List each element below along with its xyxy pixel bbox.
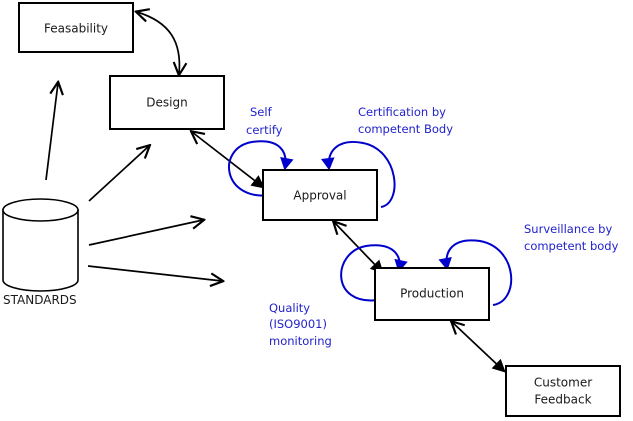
loop-quality-monitoring[interactable]: Quality (ISO9001) monitoring [269, 244, 408, 348]
connector-standards-production[interactable] [87, 265, 222, 281]
node-customer-feedback-label-line2: Feedback [534, 393, 591, 407]
connector-standards-feasability[interactable] [45, 83, 58, 181]
data-store-label: STANDARDS [3, 293, 77, 307]
loop-quality-label-line3: monitoring [269, 334, 332, 348]
node-production-box [374, 267, 490, 321]
node-feasability[interactable]: Feasability [18, 2, 134, 53]
node-customer-feedback-box [505, 365, 621, 417]
loop-quality-arc [340, 244, 408, 302]
loop-certification-label-line2: competent Body [358, 122, 453, 136]
loop-certification-competent-body[interactable]: Certification by competent Body [321, 105, 453, 208]
node-design[interactable]: Design [109, 75, 225, 130]
node-production-label: Production [400, 287, 464, 301]
connector-production-customer-feedback[interactable] [452, 322, 504, 371]
node-design-label: Design [146, 96, 187, 110]
loop-self-certify-label-line2: certify [246, 123, 283, 137]
node-feasability-label: Feasability [44, 22, 108, 36]
loop-self-certify-arc [228, 140, 294, 197]
data-store-standards[interactable]: STANDARDS [2, 198, 79, 307]
connector-standards-design[interactable] [88, 146, 149, 202]
node-approval-box [262, 169, 378, 221]
cylinder-body [2, 209, 79, 292]
loop-self-certify-label-line1: Self [250, 105, 273, 119]
node-design-box [109, 75, 225, 130]
loop-certification-arc [321, 140, 396, 208]
node-approval-label: Approval [293, 189, 346, 203]
connector-approval-production[interactable] [334, 222, 382, 272]
node-approval[interactable]: Approval [262, 169, 378, 221]
loop-surveillance-competent-body[interactable]: Surveillance by competent body [438, 222, 619, 306]
loop-self-certify[interactable]: Self certify [228, 105, 294, 197]
loop-certification-label-line1: Certification by [358, 105, 446, 119]
connector-standards-approval[interactable] [88, 220, 203, 246]
node-customer-feedback[interactable]: Customer Feedback [505, 365, 621, 417]
cylinder-top [2, 198, 79, 222]
loop-surveillance-arc [438, 239, 513, 306]
loop-surveillance-label-line1: Surveillance by [524, 222, 612, 236]
node-feasability-box [18, 2, 134, 53]
connector-design-approval[interactable] [192, 132, 263, 187]
connector-feasability-design[interactable] [137, 12, 179, 74]
loop-quality-label-line2: (ISO9001) [269, 317, 327, 331]
node-production[interactable]: Production [374, 267, 490, 321]
loop-surveillance-label-line2: competent body [524, 239, 619, 253]
loop-quality-label-line1: Quality [269, 301, 310, 315]
node-customer-feedback-label-line1: Customer [534, 376, 592, 390]
